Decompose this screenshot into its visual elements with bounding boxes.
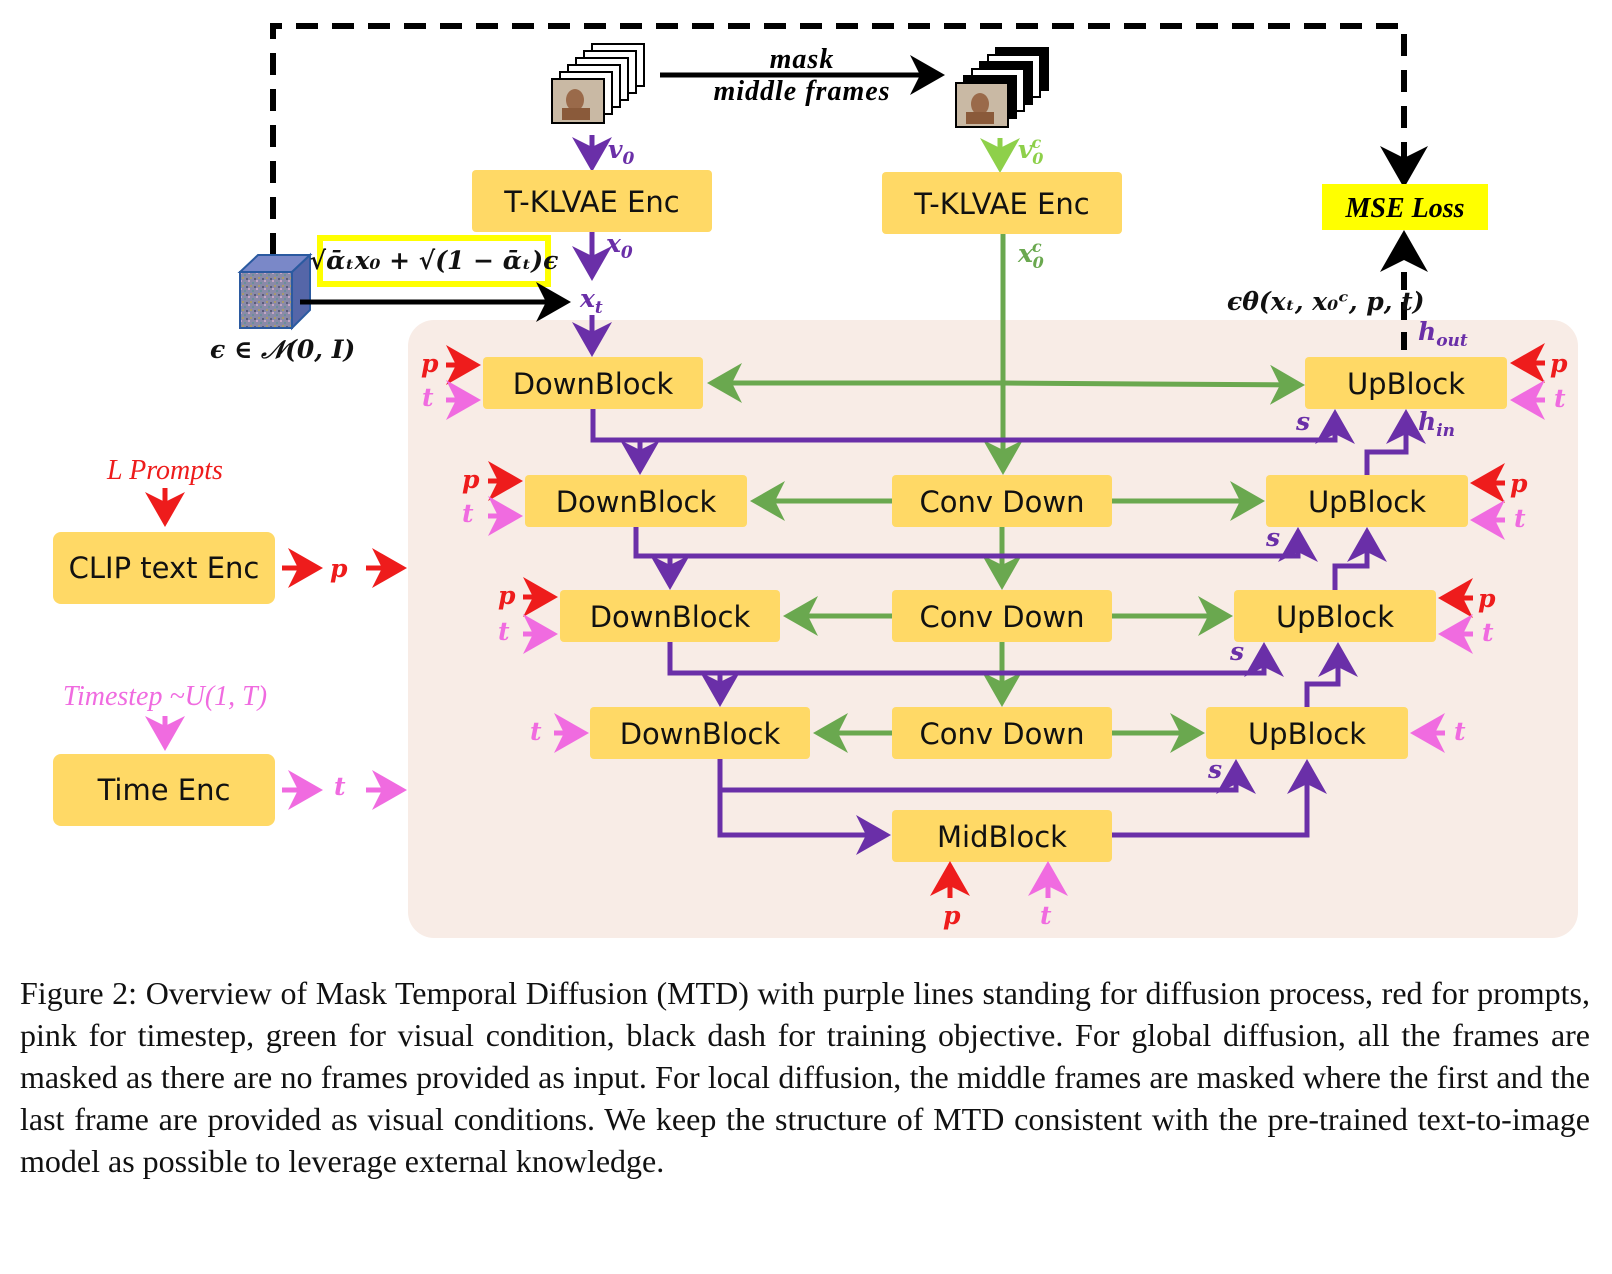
t-klvae-enc-left-label: T-KLVAE Enc xyxy=(503,185,680,219)
purple-mid-up xyxy=(1112,759,1327,838)
input-frames-icon xyxy=(551,43,645,124)
upblock-1 xyxy=(1305,357,1507,409)
purple-up-2-1 xyxy=(1364,409,1426,475)
skip-s-1 xyxy=(640,409,1355,444)
xt-label: xt xyxy=(579,284,603,318)
upblock-2 xyxy=(1266,475,1468,527)
s-label-4: s xyxy=(1207,755,1222,784)
t-klvae-enc-left xyxy=(472,170,712,232)
downblock-1 xyxy=(483,357,703,409)
figure-caption: Figure 2: Overview of Mask Temporal Diff… xyxy=(20,975,1590,1179)
h-out-label: hout xyxy=(1418,317,1468,351)
mask-label: mask xyxy=(770,44,835,75)
t-in-down4: t xyxy=(530,717,542,746)
objective-dashed-line xyxy=(270,23,1428,255)
timestep-label: Timestep ~U(1, T) xyxy=(63,681,267,712)
mask-label-line2: middle frames xyxy=(713,76,890,107)
s-label-1: s xyxy=(1295,407,1310,436)
purple-up-4-3 xyxy=(1304,642,1358,707)
t-output-label: t xyxy=(334,772,346,801)
masked-frames-icon xyxy=(955,47,1049,128)
t-in-up4: t xyxy=(1454,717,1466,746)
t-in-up3: t xyxy=(1482,618,1494,647)
convdown-2 xyxy=(892,590,1112,642)
p-in-down1: p xyxy=(421,349,439,378)
upblock-4-label: UpBlock xyxy=(1248,717,1366,751)
t-in-down3: t xyxy=(498,617,510,646)
v0-label: v0 xyxy=(608,135,635,169)
p-output-label: p xyxy=(330,554,348,583)
skip-s-3 xyxy=(700,642,1284,677)
p-in-down2: p xyxy=(462,465,480,494)
upblock-2-label: UpBlock xyxy=(1308,485,1426,519)
p-in-up3: p xyxy=(1478,584,1496,613)
s-label-2: s xyxy=(1265,523,1280,552)
time-enc-label: Time Enc xyxy=(97,773,231,807)
convdown-3-label: Conv Down xyxy=(920,717,1085,751)
x0-label: x0 xyxy=(605,229,633,263)
downblock-2-label: DownBlock xyxy=(556,485,717,519)
purple-down-2 xyxy=(633,527,690,590)
t-klvae-enc-right-label: T-KLVAE Enc xyxy=(913,187,1090,221)
upblock-3 xyxy=(1234,590,1436,642)
midblock xyxy=(892,810,1112,862)
downblock-4-label: DownBlock xyxy=(620,717,781,751)
upblock-3-label: UpBlock xyxy=(1276,600,1394,634)
l-prompts-label: L Prompts xyxy=(106,455,223,486)
t-in-mid: t xyxy=(1040,901,1052,930)
t-in-up1: t xyxy=(1554,384,1566,413)
midblock-label: MidBlock xyxy=(937,820,1067,854)
clip-text-enc-label: CLIP text Enc xyxy=(69,551,260,585)
downblock-3 xyxy=(560,590,780,642)
convdown-1 xyxy=(892,475,1112,527)
t-in-down1: t xyxy=(422,383,434,412)
noise-formula-box xyxy=(317,235,551,287)
downblock-4 xyxy=(590,707,810,759)
upblock-1-label: UpBlock xyxy=(1347,367,1465,401)
t-in-up2: t xyxy=(1514,504,1526,533)
t-klvae-enc-right xyxy=(882,172,1122,234)
noise-formula-label: √ᾱₜx₀ + √(1 − ᾱₜ)ϵ xyxy=(310,246,559,275)
purple-down-1 xyxy=(590,409,660,475)
skip-green-1 xyxy=(1002,364,1305,405)
skip-s-2 xyxy=(670,527,1318,562)
eps-theta-label: ϵθ(xₜ, x₀ᶜ, p, t) xyxy=(1227,287,1425,316)
convdown-2-label: Conv Down xyxy=(920,600,1085,634)
h-in-label: hin xyxy=(1418,407,1455,441)
s-label-3: s xyxy=(1229,637,1244,666)
noise-cube-icon xyxy=(237,252,313,331)
mse-loss-label: MSE Loss xyxy=(1344,193,1464,224)
p-in-up2: p xyxy=(1510,469,1528,498)
purple-up-3-2 xyxy=(1332,527,1387,590)
skip-s-4 xyxy=(720,759,1256,794)
clip-text-enc xyxy=(53,532,275,604)
noise-distribution-label: ϵ ∈ 𝒩(0, I) xyxy=(210,335,355,364)
t-in-down2: t xyxy=(462,499,474,528)
mse-loss-box xyxy=(1322,184,1488,230)
convdown-1-label: Conv Down xyxy=(920,485,1085,519)
upblock-4 xyxy=(1206,707,1408,759)
downblock-3-label: DownBlock xyxy=(590,600,751,634)
p-in-mid: p xyxy=(943,901,961,930)
convdown-3 xyxy=(892,707,1112,759)
p-in-down3: p xyxy=(498,581,516,610)
time-enc xyxy=(53,754,275,826)
downblock-1-label: DownBlock xyxy=(513,367,674,401)
purple-to-mid xyxy=(717,759,891,855)
downblock-2 xyxy=(525,475,747,527)
p-in-up1: p xyxy=(1550,349,1568,378)
purple-down-3 xyxy=(667,642,740,707)
